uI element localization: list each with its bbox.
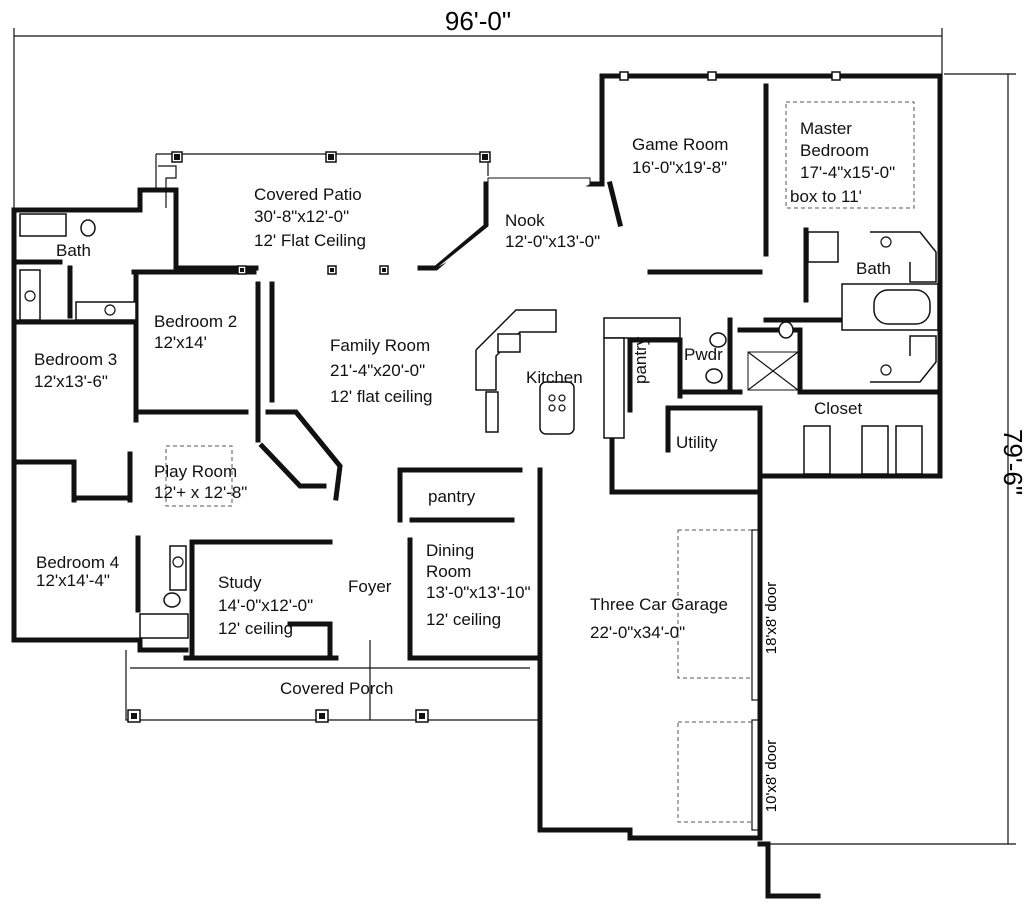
pwdr-name: Pwdr (684, 345, 723, 364)
dining-room-name-1: Dining (426, 541, 475, 560)
bedroom-2-size: 12'x14' (154, 333, 207, 352)
game-room-size: 16'-0"x19'-8" (632, 158, 728, 177)
kitchen-name: Kitchen (526, 368, 583, 387)
bedroom-4-size: 12'x14'-4" (36, 571, 110, 590)
master-bedroom-name-2: Bedroom (800, 141, 869, 160)
study-name: Study (218, 573, 262, 592)
study-size: 14'-0"x12'-0" (218, 596, 314, 615)
family-room-note: 12' flat ceiling (330, 387, 433, 406)
pantry-1-name: pantry (631, 336, 650, 384)
garage-name: Three Car Garage (590, 595, 728, 614)
master-bedroom-name-1: Master (800, 119, 852, 138)
garage-door-2-label: 10'x8' door (763, 740, 780, 812)
master-bath-name: Bath (856, 259, 891, 278)
covered-porch-name: Covered Porch (280, 679, 394, 698)
play-room-name: Play Room (154, 462, 238, 481)
bedroom-4-name: Bedroom 4 (36, 553, 120, 572)
nook-size: 12'-0"x13'-0" (505, 232, 601, 251)
bath-fixtures (19, 213, 939, 639)
game-room-name: Game Room (632, 135, 729, 154)
utility-name: Utility (676, 433, 718, 452)
covered-patio-note: 12' Flat Ceiling (254, 231, 366, 250)
study-note: 12' ceiling (218, 619, 294, 638)
overall-depth-label: 79'-6" (998, 429, 1024, 495)
garage-door-1-label: 18'x8' door (763, 582, 780, 654)
dining-room-note: 12' ceiling (426, 610, 502, 629)
rear-posts (619, 71, 841, 81)
family-room-name: Family Room (330, 336, 431, 355)
foyer-name: Foyer (348, 577, 392, 596)
garage-size: 22'-0"x34'-0" (590, 623, 686, 642)
nook-name: Nook (505, 211, 545, 230)
covered-patio-name: Covered Patio (254, 185, 362, 204)
pantry-2-name: pantry (428, 487, 476, 506)
covered-patio-size: 30'-8"x12'-0" (254, 207, 350, 226)
interior-walls (11, 83, 943, 661)
family-room-size: 21'-4"x20'-0" (330, 361, 426, 380)
garage-doors (751, 529, 821, 899)
porch-structure (125, 640, 540, 723)
bedroom-3-size: 12'x13'-6" (34, 372, 108, 391)
overall-width-label: 96'-0" (445, 6, 511, 36)
bath-1-name: Bath (56, 241, 91, 260)
bedroom-2-name: Bedroom 2 (154, 312, 238, 331)
closet-name: Closet (814, 399, 863, 418)
master-bedroom-note: box to 11' (790, 187, 862, 206)
patio-structure (155, 151, 591, 275)
play-room-size: 12'+ x 12'-8" (154, 483, 248, 502)
bedroom-3-name: Bedroom 3 (34, 350, 118, 369)
kitchen-fixtures (475, 309, 681, 439)
master-bedroom-size: 17'-4"x15'-0" (800, 163, 896, 182)
dining-room-name-2: Room (426, 562, 472, 581)
dimension-lines (13, 28, 1016, 845)
dining-room-size: 13'-0"x13'-10" (426, 583, 531, 602)
closet-shelving (165, 101, 923, 823)
